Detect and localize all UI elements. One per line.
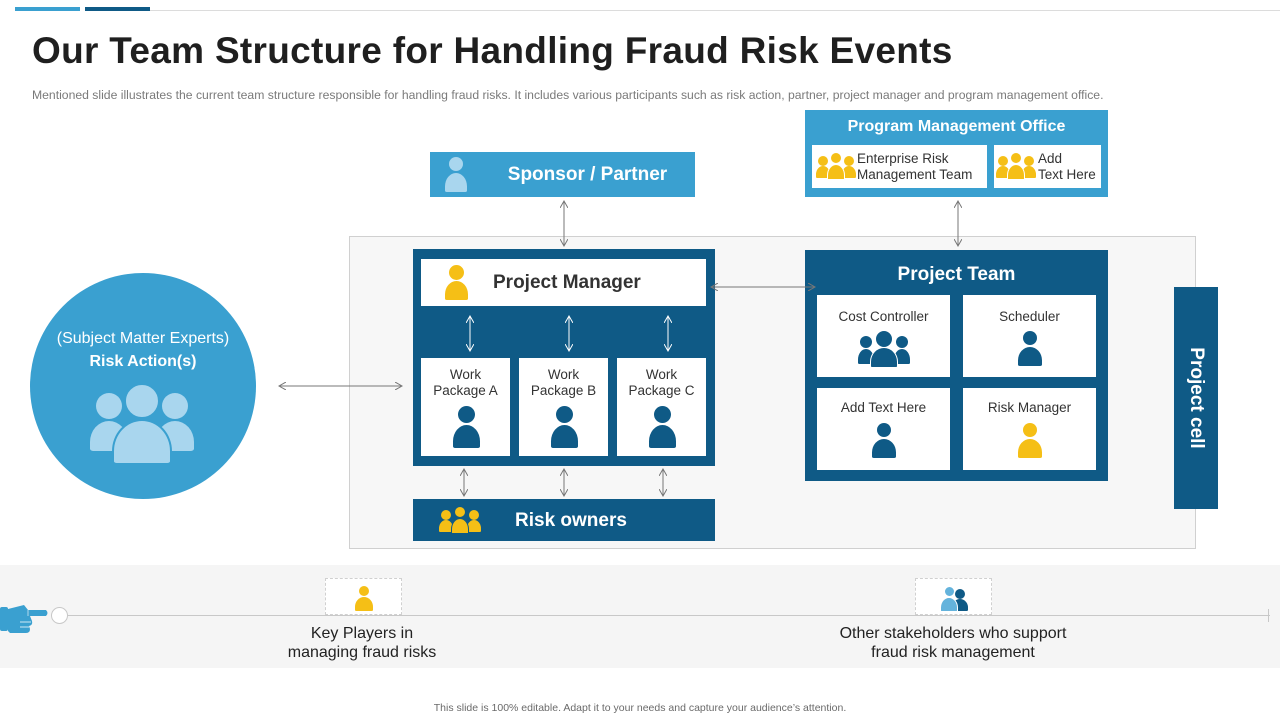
risk-action-subtitle: (Subject Matter Experts) <box>56 330 230 347</box>
person-icon <box>872 423 896 459</box>
pmo-item-label: Enterprise Risk Management Team <box>857 151 973 182</box>
group-icon <box>439 505 481 535</box>
risk-action-circle: (Subject Matter Experts) Risk Action(s) <box>30 273 256 499</box>
project-team-member-risk-manager: Risk Manager <box>963 388 1096 470</box>
hand-pointer-icon <box>0 605 48 633</box>
program-management-office: Program Management Office Enterprise Ris… <box>805 110 1108 197</box>
person-icon <box>452 406 480 448</box>
pmo-item-enterprise-risk: Enterprise Risk Management Team <box>812 145 987 188</box>
person-icon <box>1018 331 1042 367</box>
work-package-label: Work Package C <box>628 367 695 398</box>
person-icon <box>1018 423 1042 459</box>
person-icon <box>444 157 468 193</box>
person-icon <box>445 265 469 301</box>
project-cell-tab: Project cell <box>1174 287 1218 509</box>
legend-line-end <box>1268 609 1269 622</box>
pmo-item-label: Add Text Here <box>1038 151 1096 182</box>
risk-owners-label: Risk owners <box>515 510 627 531</box>
pmo-item-add-text: Add Text Here <box>994 145 1101 188</box>
project-team-member-add-text: Add Text Here <box>817 388 950 470</box>
footer-note: This slide is 100% editable. Adapt it to… <box>433 702 847 714</box>
member-label: Scheduler <box>999 309 1060 324</box>
top-accent-bar-light <box>15 7 80 11</box>
top-divider <box>150 10 1280 11</box>
project-team-member-scheduler: Scheduler <box>963 295 1096 377</box>
work-package-b: Work Package B <box>519 358 608 456</box>
legend-start-dot <box>51 607 68 624</box>
member-label: Risk Manager <box>987 400 1072 415</box>
legend-line <box>60 615 1270 616</box>
group-icon <box>996 151 1036 181</box>
work-package-c: Work Package C <box>617 358 706 456</box>
legend-band <box>0 565 1280 668</box>
person-icon <box>648 406 676 448</box>
risk-owners-box: Risk owners <box>413 499 715 541</box>
key-players-icon-box <box>325 578 402 615</box>
member-label: Cost Controller <box>838 309 929 324</box>
member-label: Add Text Here <box>840 400 927 415</box>
key-players-label: Key Players in managing fraud risks <box>287 625 437 661</box>
project-team-block: Project Team Cost Controller Scheduler A… <box>805 250 1108 481</box>
work-package-label: Work Package A <box>433 367 498 398</box>
top-accent-bar-dark <box>85 7 150 11</box>
group-icon <box>816 151 856 181</box>
page-subtitle: Mentioned slide illustrates the current … <box>32 88 1104 102</box>
project-team-member-cost-controller: Cost Controller <box>817 295 950 377</box>
sponsor-partner-box: Sponsor / Partner <box>430 152 695 197</box>
page-title: Our Team Structure for Handling Fraud Ri… <box>32 30 953 71</box>
person-icon <box>355 586 373 613</box>
work-package-label: Work Package B <box>530 367 597 398</box>
person-icon <box>550 406 578 448</box>
risk-action-title: Risk Action(s) <box>89 353 197 370</box>
work-package-a: Work Package A <box>421 358 510 456</box>
project-manager-box: Project Manager <box>421 259 706 306</box>
other-stakeholders-icon-box <box>915 578 992 615</box>
pmo-title: Program Management Office <box>847 118 1066 135</box>
project-manager-block: Project Manager Work Package A Work Pack… <box>413 249 715 466</box>
project-manager-label: Project Manager <box>493 272 641 293</box>
group-icon <box>858 330 910 368</box>
other-stakeholders-label: Other stakeholders who support fraud ris… <box>839 625 1067 661</box>
project-team-title: Project Team <box>897 264 1016 285</box>
sponsor-partner-label: Sponsor / Partner <box>507 163 668 185</box>
group-icon <box>90 383 194 467</box>
group-icon <box>940 586 969 613</box>
